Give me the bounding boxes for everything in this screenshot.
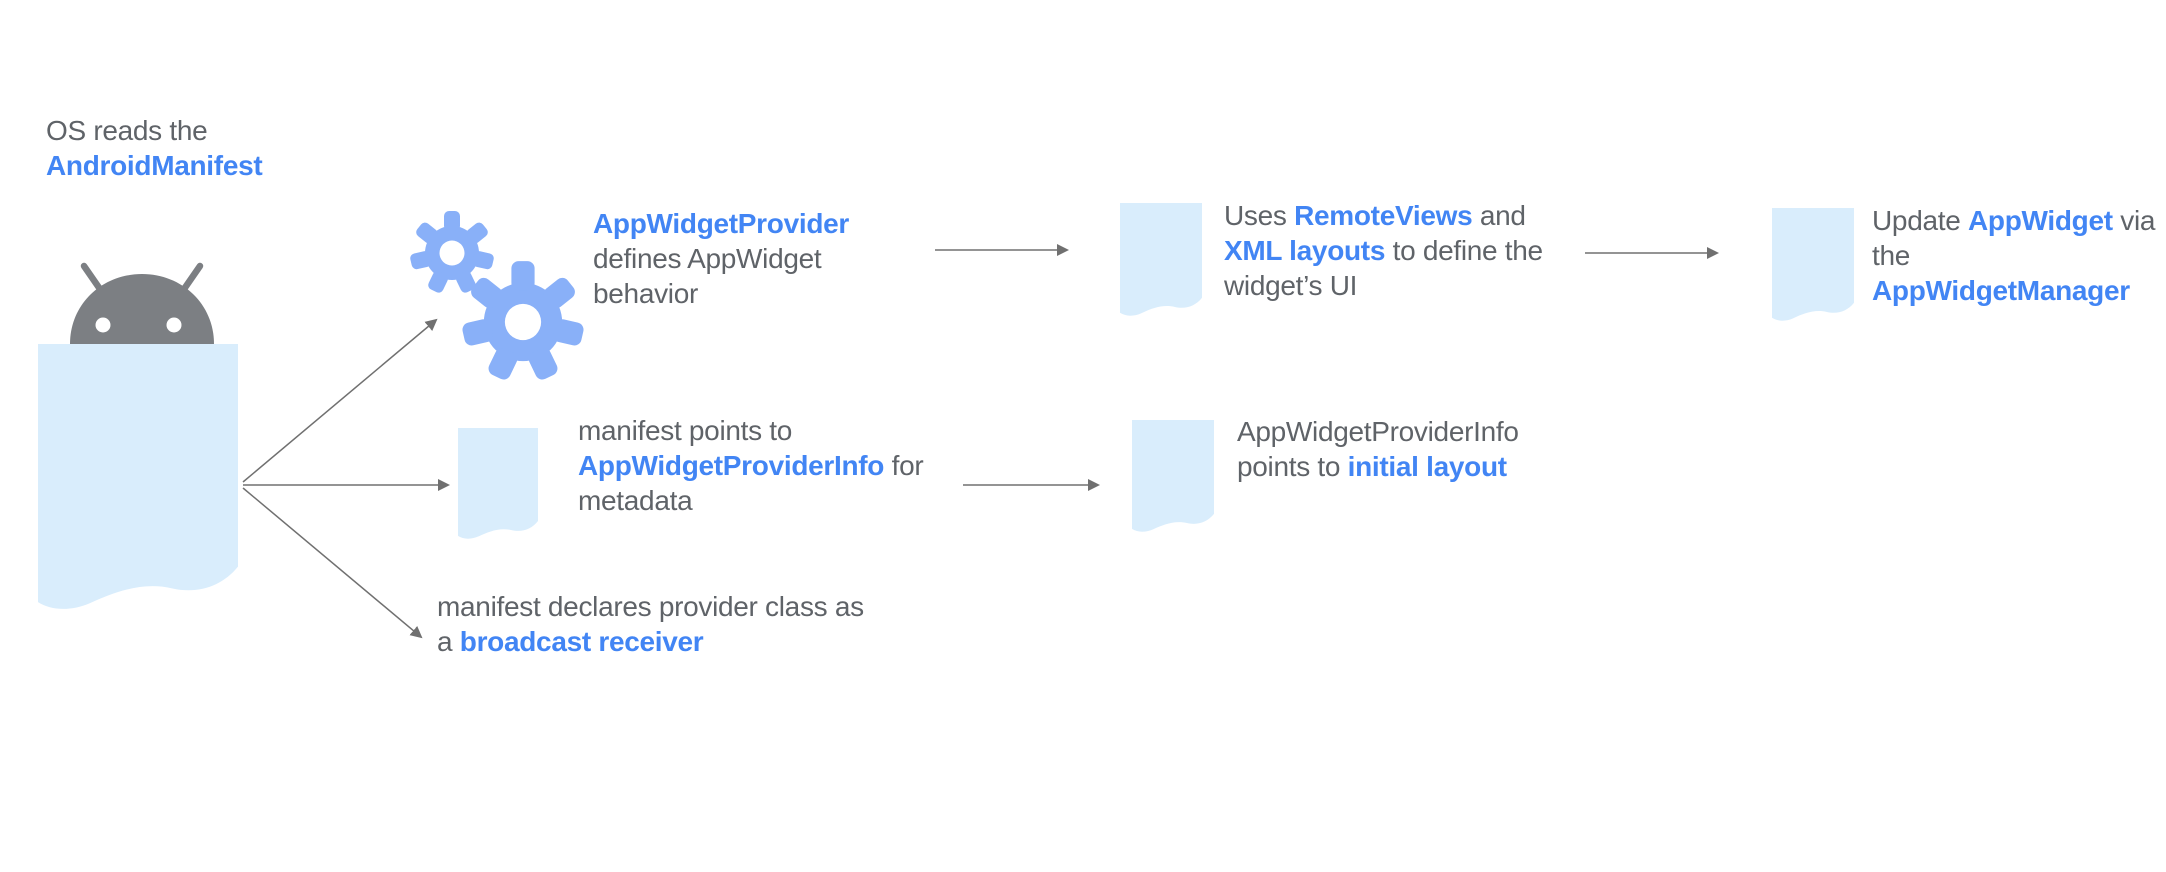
remoteviews-document-icon bbox=[1120, 203, 1202, 316]
update-document-icon bbox=[1772, 208, 1854, 321]
providerinfo-document-icon bbox=[458, 428, 538, 539]
gears-icon bbox=[409, 211, 585, 382]
arrow-manifest-to-broadcast-receiver bbox=[242, 487, 423, 639]
manifest-document-icon bbox=[38, 344, 238, 609]
android-robot-icon bbox=[70, 262, 214, 344]
initial-layout-document-icon bbox=[1132, 420, 1214, 532]
